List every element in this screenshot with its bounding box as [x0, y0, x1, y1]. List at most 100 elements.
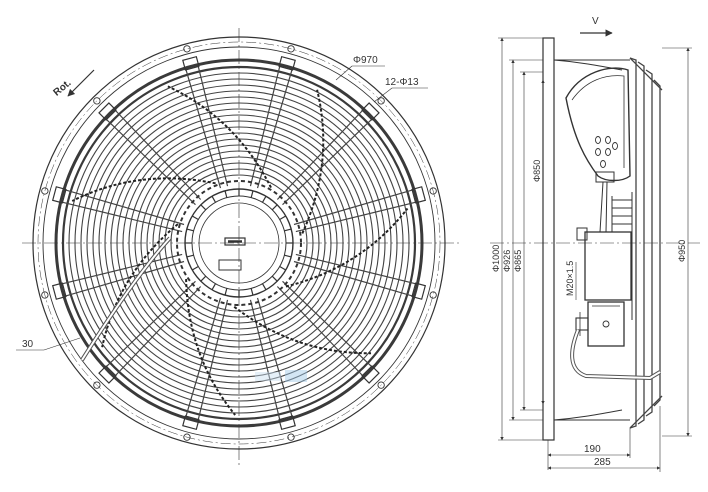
hub-fin — [200, 204, 207, 211]
guard-wire-ring — [128, 132, 350, 354]
side-dimensions — [498, 29, 692, 472]
fan-blade-edge — [233, 306, 372, 355]
guard-strut — [276, 286, 364, 377]
hub-fin — [279, 215, 287, 221]
guard-strut — [64, 189, 185, 226]
hub-fin — [191, 265, 199, 271]
fan-blade-edge — [185, 279, 236, 416]
terminal-box — [587, 301, 625, 347]
guard-strut — [114, 286, 202, 377]
rotation-label: Rot. — [52, 78, 74, 99]
guard-wire-ring — [110, 114, 368, 372]
inlet-shroud-bottom — [553, 409, 623, 421]
motor-body — [584, 231, 632, 301]
mounting-hole — [93, 97, 101, 105]
hub-outer-dashed — [176, 180, 302, 306]
blade-hub-tab — [595, 171, 615, 183]
guard-foot-bracket — [182, 415, 200, 431]
mounting-hole — [429, 291, 437, 299]
hub-fin — [261, 283, 267, 291]
dia865-label: Φ865 — [513, 250, 523, 272]
blade-rivet-holes — [595, 136, 618, 168]
guard-wire-ring — [122, 126, 356, 360]
guard-foot-bracket — [278, 415, 296, 431]
depth190-label: 190 — [584, 444, 601, 455]
dia850-label: Φ850 — [532, 160, 542, 182]
guard-wire-ring — [80, 84, 398, 402]
airflow-label: V — [592, 16, 599, 27]
dia1000-label: Φ1000 — [491, 245, 501, 272]
hub-core — [198, 202, 280, 284]
guard-strut — [249, 299, 281, 421]
side-view — [490, 37, 700, 441]
guard-wire-ring — [68, 72, 410, 414]
guard-foot-bracket — [361, 102, 380, 121]
mounting-hole — [287, 45, 295, 53]
guard-foot-bracket — [182, 55, 200, 71]
mounting-hole — [183, 45, 191, 53]
fan-blade-edge — [301, 89, 325, 234]
depth285-label: 285 — [594, 457, 611, 468]
mounting-hole — [377, 97, 385, 105]
outer-flange-ring — [32, 36, 446, 450]
fan-blade-edge — [71, 177, 216, 202]
guard-strut — [61, 201, 183, 233]
mounting-hole — [41, 291, 49, 299]
guard-strut — [185, 297, 222, 418]
dia970-leader — [335, 65, 353, 81]
blade-profile-inner — [571, 75, 625, 168]
guard-strut — [105, 280, 196, 368]
inner-flange-ring — [42, 46, 436, 440]
hub-fin — [211, 283, 217, 291]
dia970-label: Φ970 — [353, 55, 378, 66]
guard-outer-ring-2 — [61, 65, 417, 421]
guard-wire-ring — [146, 150, 332, 336]
watermark — [255, 370, 307, 382]
motor-fins — [611, 192, 633, 320]
hub-fin — [250, 190, 254, 198]
hub-fin — [271, 275, 278, 282]
hub-fin — [271, 204, 278, 211]
guard-wire-ring — [98, 102, 380, 384]
guard-foot-bracket — [411, 186, 427, 204]
guard-wire-ring — [104, 108, 374, 378]
guard-wire-ring — [74, 78, 404, 408]
mounting-hole — [93, 381, 101, 389]
guard-strut — [64, 260, 185, 297]
mounting-hole — [377, 381, 385, 389]
hub-fin — [284, 228, 292, 232]
hub-fin — [284, 254, 292, 258]
guard-wire-rings — [68, 72, 410, 414]
guard-wire-ring — [140, 144, 338, 342]
guard-strut — [249, 65, 281, 187]
guard-strut — [256, 68, 293, 189]
hub-fin — [211, 195, 217, 203]
side-cable — [570, 329, 662, 381]
fan-blade-edge — [167, 85, 272, 189]
guard-strut — [185, 68, 222, 189]
guard-foot-bracket — [98, 102, 117, 121]
blade-profile — [565, 67, 631, 182]
mounting-hole — [429, 187, 437, 195]
rear-guard — [629, 57, 663, 429]
hub-fin — [224, 288, 228, 296]
guard-strut — [293, 189, 414, 226]
bolt-circle — [37, 41, 441, 445]
side-cable-core — [571, 329, 661, 380]
mounting-hole — [183, 433, 191, 441]
hub-fin — [250, 288, 254, 296]
guard-strut — [197, 299, 229, 421]
angle-leader — [43, 337, 81, 351]
guard-wire-ring — [152, 156, 326, 330]
guard-foot-bracket — [51, 186, 67, 204]
guard-strut — [282, 118, 373, 206]
guard-wire-ring — [158, 162, 320, 324]
motor-front-cap — [576, 227, 588, 241]
side-dimension-labels: V Φ1000 Φ926 Φ865 Φ850 Φ950 M20×1.5 190 … — [491, 16, 687, 468]
guard-wire-ring — [134, 138, 344, 348]
motor-label-plate — [218, 259, 242, 271]
hub-fin — [200, 275, 207, 282]
holes-label: 12-Φ13 — [385, 77, 419, 88]
hub-fin — [186, 254, 194, 258]
